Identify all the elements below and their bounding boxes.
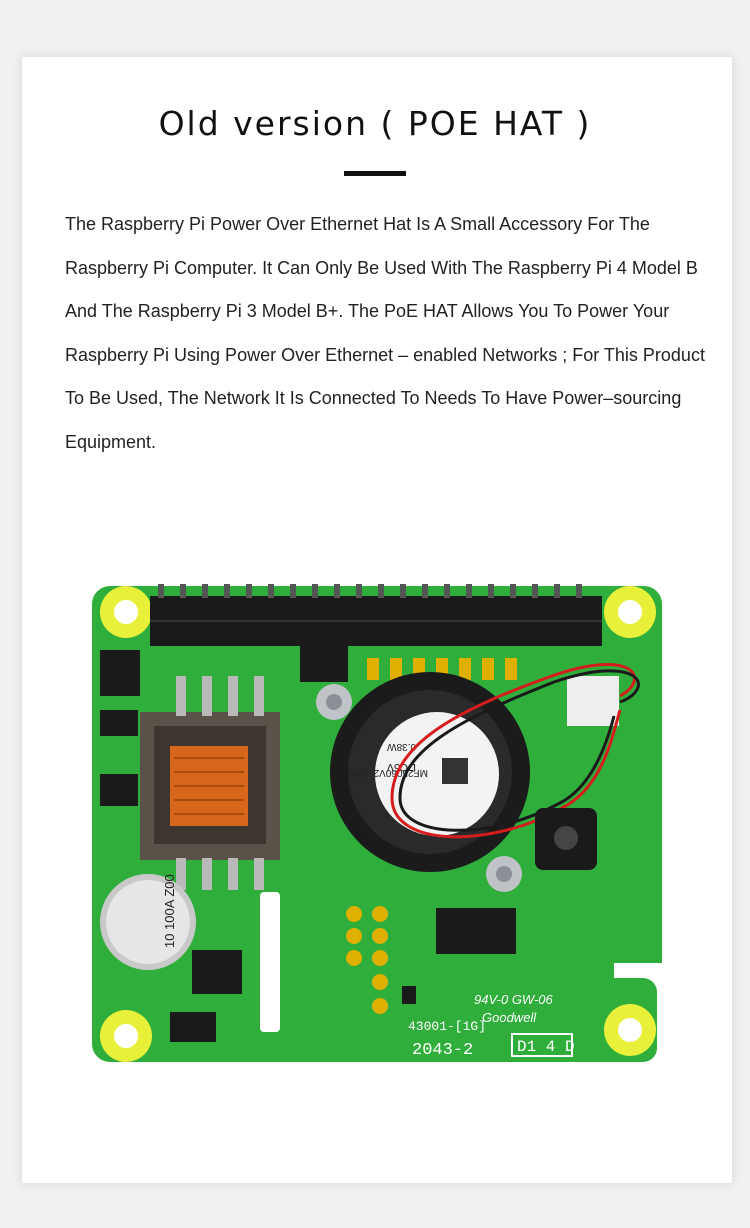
mounting-pad-bottom-left <box>100 1010 152 1062</box>
standoff-top <box>316 684 352 720</box>
pcb-marking-maker: Goodwell <box>482 1010 537 1025</box>
title-divider <box>344 171 406 176</box>
page-title: Old version ( POE HAT ) <box>158 104 592 143</box>
fan-wire-black <box>398 669 640 832</box>
silkscreen-strip <box>260 892 280 1032</box>
poe-hat-board-image: MF25060V2-1000 DC5V 0.38W 10 100A Z00 <box>92 584 664 1064</box>
mounting-pad-top-left <box>100 586 152 638</box>
cooling-fan: MF25060V2-1000 DC5V 0.38W <box>330 672 530 872</box>
product-description: The Raspberry Pi Power Over Ethernet Hat… <box>65 214 705 452</box>
poe-pin-header <box>100 650 140 696</box>
fan-wire-red <box>390 663 637 839</box>
standoff-bottom <box>486 856 522 892</box>
gold-pads <box>367 658 517 680</box>
transformer <box>140 676 280 890</box>
electrolytic-capacitor: 10 100A Z00 <box>100 874 196 970</box>
pcb-marking-rating: 94V-0 GW-06 <box>474 992 554 1007</box>
fan-label-power: 0.38W <box>387 741 416 752</box>
capacitor-label: 10 100A Z00 <box>162 874 177 948</box>
mounting-pad-top-right <box>604 586 656 638</box>
pcb-marking-part: 43001-[1G] <box>408 1019 486 1034</box>
chip-bridge <box>436 908 516 954</box>
pcb-marking-code: D1 4 D <box>517 1038 575 1056</box>
pcb-marking-date: 2043-2 <box>412 1041 473 1060</box>
chip-controller <box>192 950 242 994</box>
test-pads <box>346 906 388 1014</box>
mounting-pad-bottom-right <box>604 1004 656 1056</box>
fan-label-model: MF25060V2-1000 <box>348 767 428 778</box>
gpio-header <box>150 584 602 646</box>
fan-connector <box>567 676 619 726</box>
